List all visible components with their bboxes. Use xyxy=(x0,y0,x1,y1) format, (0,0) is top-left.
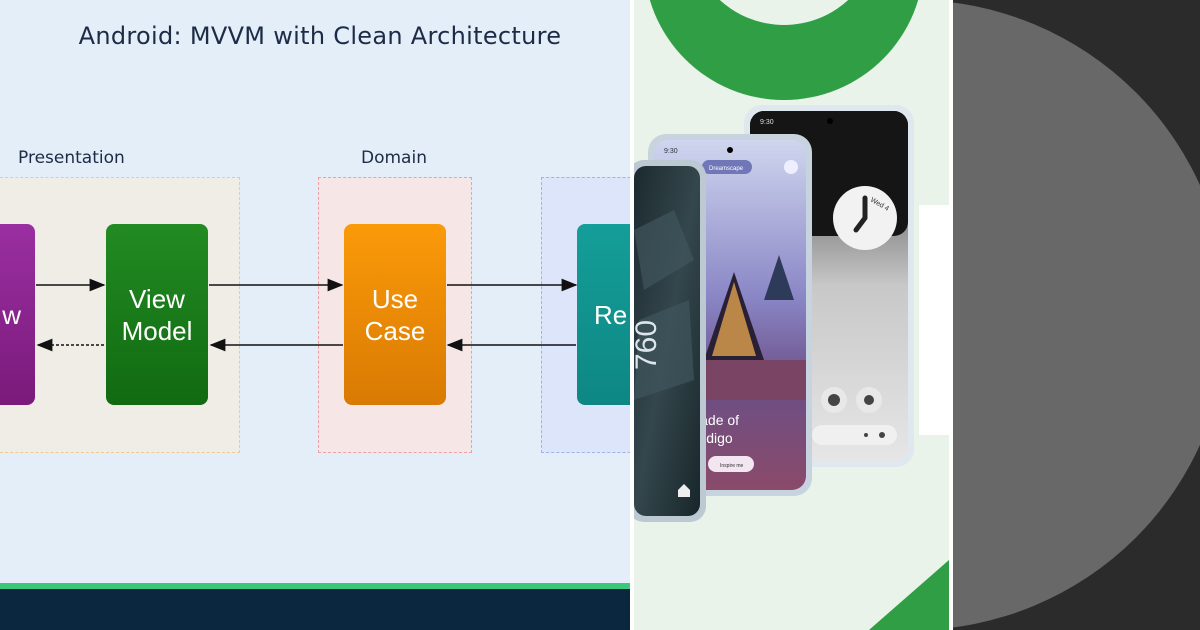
circle-panel xyxy=(953,0,1200,630)
repository-node: Re xyxy=(577,224,630,405)
view-node-label: w xyxy=(2,299,21,330)
inspire-button xyxy=(708,456,754,472)
diagram-title: Android: MVVM with Clean Architecture xyxy=(78,22,562,50)
mvvm-diagram-panel: Android: MVVM with Clean Architecture Pr… xyxy=(0,0,630,630)
use-case-node-label: Use Case xyxy=(364,283,426,346)
view-model-node: View Model xyxy=(106,224,208,405)
white-bar-right xyxy=(919,205,949,435)
wallpaper-chip xyxy=(702,160,752,174)
footer-bar xyxy=(0,589,630,630)
view-node: w xyxy=(0,224,35,405)
repository-node-label: Re xyxy=(594,299,628,330)
clock-text-vertical: 760 xyxy=(634,320,663,370)
large-grey-circle xyxy=(953,2,1200,628)
domain-layer-label: Domain xyxy=(361,148,427,168)
panel-divider-2 xyxy=(949,0,953,630)
phone-left: 760 xyxy=(634,160,706,522)
status-time-middle: 9:30 xyxy=(664,148,678,155)
green-arc-top-inner xyxy=(719,0,849,25)
wallpaper-chip-label: Dreamscape xyxy=(709,166,744,172)
use-case-node: Use Case xyxy=(344,224,446,405)
green-arc-top xyxy=(649,0,919,100)
diagram-arrows xyxy=(36,278,578,352)
inspire-button-label: Inspire me xyxy=(720,463,744,469)
phones-image-panel: 9:30 Wed 4 9:30 Dreamscape xyxy=(634,0,949,630)
circle-graphic xyxy=(953,2,1200,628)
green-triangle-bottom xyxy=(869,560,949,630)
presentation-layer-label: Presentation xyxy=(18,148,125,168)
accent-bar xyxy=(0,583,630,589)
status-time-right: 9:30 xyxy=(760,119,774,126)
panel-divider xyxy=(630,0,634,630)
view-model-node-label: View Model xyxy=(121,283,193,346)
phones-illustration: 9:30 Wed 4 9:30 Dreamscape xyxy=(634,0,949,630)
